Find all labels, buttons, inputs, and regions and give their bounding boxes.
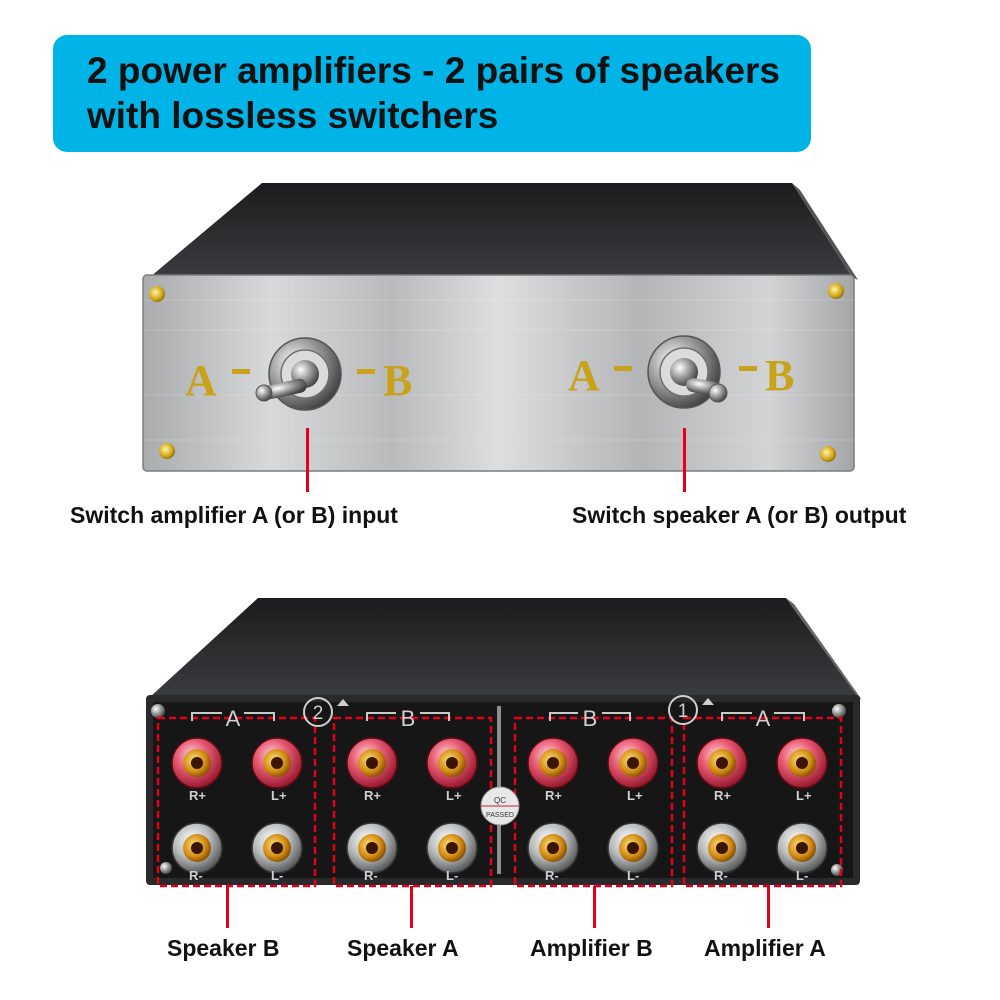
terminal-r-minus[interactable] xyxy=(696,822,748,874)
screw-icon xyxy=(149,286,165,302)
triangle-icon xyxy=(337,699,349,706)
rear-unit-top xyxy=(150,598,858,697)
qc-sticker-bottom: PASSED xyxy=(486,812,514,819)
switch-left-dash-b xyxy=(357,369,375,374)
title-line-1: 2 power amplifiers - 2 pairs of speakers xyxy=(87,50,781,91)
front-unit: A B A B xyxy=(142,183,858,472)
switch-right-dash-a xyxy=(614,366,632,371)
pointer-line-speaker-switch xyxy=(683,428,686,492)
switch-right-dash-b xyxy=(739,366,757,371)
terminal-r-plus[interactable] xyxy=(171,737,223,789)
triangle-icon xyxy=(702,698,714,705)
terminal-label: L+ xyxy=(627,788,643,803)
title-banner: 2 power amplifiers - 2 pairs of speakers… xyxy=(53,35,811,152)
group-frame-speaker-b xyxy=(156,716,317,888)
terminal-r-plus[interactable] xyxy=(346,737,398,789)
switch-left-dash-a xyxy=(232,369,250,374)
terminal-l-plus[interactable] xyxy=(251,737,303,789)
group-letter: A xyxy=(756,706,771,731)
caption-speaker-a: Speaker A xyxy=(347,935,459,961)
screw-icon xyxy=(820,446,836,462)
terminal-label: R- xyxy=(714,868,728,883)
terminal-label: L- xyxy=(627,868,639,883)
group-frame-amplifier-a xyxy=(682,716,843,888)
front-unit-top xyxy=(150,183,852,277)
switch-left-label-a: A xyxy=(185,356,217,405)
caption-amplifier-b: Amplifier B xyxy=(530,935,653,961)
toggle-switch-speaker[interactable] xyxy=(647,335,728,409)
terminal-r-minus[interactable] xyxy=(527,822,579,874)
terminal-label: R+ xyxy=(364,788,381,803)
caption-speaker-b: Speaker B xyxy=(167,935,280,961)
front-unit-side xyxy=(792,183,858,280)
front-panel xyxy=(142,274,855,472)
screw-icon xyxy=(151,704,165,718)
terminal-label: L+ xyxy=(446,788,462,803)
title-line-2: with lossless switchers xyxy=(87,95,499,136)
screw-icon xyxy=(159,443,175,459)
terminal-label: R- xyxy=(545,868,559,883)
terminal-label: R+ xyxy=(714,788,731,803)
terminal-label: R- xyxy=(189,868,203,883)
terminal-label: R- xyxy=(364,868,378,883)
qc-sticker-top: QC xyxy=(494,796,506,805)
terminal-label: L- xyxy=(796,868,808,883)
group-number-circle xyxy=(303,697,333,727)
group-frame-speaker-a xyxy=(332,716,493,888)
group-letter: B xyxy=(401,706,416,731)
group-letter: B xyxy=(583,706,598,731)
caption-amplifier-a: Amplifier A xyxy=(704,935,826,961)
terminal-label: L+ xyxy=(796,788,812,803)
group-number: 1 xyxy=(678,701,689,722)
terminal-l-plus[interactable] xyxy=(426,737,478,789)
terminal-l-minus[interactable] xyxy=(251,822,303,874)
terminal-r-plus[interactable] xyxy=(527,737,579,789)
rear-unit-side xyxy=(786,598,862,700)
terminal-l-plus[interactable] xyxy=(607,737,659,789)
terminal-l-minus[interactable] xyxy=(426,822,478,874)
terminal-label: R+ xyxy=(545,788,562,803)
terminal-label: R+ xyxy=(189,788,206,803)
group-number: 2 xyxy=(313,703,324,724)
terminal-l-minus[interactable] xyxy=(776,822,828,874)
screw-icon xyxy=(160,862,172,874)
group-letter: A xyxy=(226,706,241,731)
terminal-r-minus[interactable] xyxy=(346,822,398,874)
terminal-r-minus[interactable] xyxy=(171,822,223,874)
terminal-label: L- xyxy=(446,868,458,883)
terminal-l-plus[interactable] xyxy=(776,737,828,789)
toggle-switch-amplifier[interactable] xyxy=(255,337,342,411)
screw-icon xyxy=(828,283,844,299)
caption-speaker-switch: Switch speaker A (or B) output xyxy=(572,502,907,528)
terminal-label: L+ xyxy=(271,788,287,803)
rear-unit: A B B A 2 1 QC PASSED xyxy=(146,598,862,888)
pointer-line-speaker-a xyxy=(410,886,413,928)
caption-amplifier-switch: Switch amplifier A (or B) input xyxy=(70,502,398,528)
terminal-label: L- xyxy=(271,868,283,883)
group-number-circle xyxy=(668,695,698,725)
pointer-line-amplifier-b xyxy=(593,886,596,928)
terminal-l-minus[interactable] xyxy=(607,822,659,874)
switch-right-label-a: A xyxy=(568,351,600,400)
pointer-line-amplifier-switch xyxy=(306,428,309,492)
switch-left-label-b: B xyxy=(383,356,412,405)
switch-right-label-b: B xyxy=(765,351,794,400)
terminal-r-plus[interactable] xyxy=(696,737,748,789)
screw-icon xyxy=(832,704,846,718)
binding-posts: R+ L+ R- L- R+ L+ R- L- R+ L+ R- L- R+ L+ R- L- xyxy=(171,737,828,883)
pointer-line-speaker-b xyxy=(226,886,229,928)
pointer-line-amplifier-a xyxy=(767,886,770,928)
